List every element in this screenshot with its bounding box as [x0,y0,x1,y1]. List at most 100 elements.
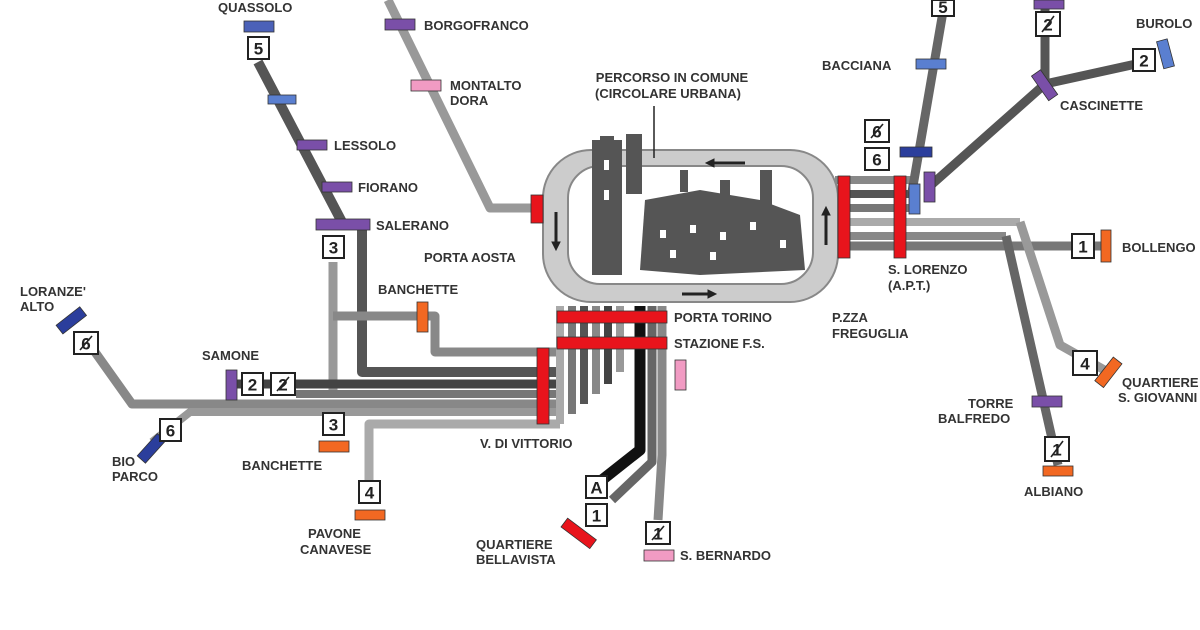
stop-label-cascinette: CASCINETTE [1060,98,1143,113]
stop-label-s-giovanni-1: QUARTIERE [1122,375,1199,390]
route-bacciana [907,0,950,193]
stop-label-bio-2: PARCO [112,469,158,484]
stop-marker-porta-aosta[interactable] [530,194,544,224]
line-badge-crossed[interactable]: 1 [645,521,671,545]
line-badges: 5 3 6 2 2 6 3 4 A 1 1 5 2 2 6 6 1 4 1 [73,0,1156,545]
stop-label-burolo: BUROLO [1136,16,1192,31]
stop-marker-pavone[interactable] [354,509,386,521]
svg-text:3: 3 [329,416,338,435]
line-badge-crossed[interactable]: 1 [1044,436,1070,462]
map-labels: PERCORSO IN COMUNE (CIRCOLARE URBANA) QU… [20,0,1199,567]
stop-marker-s-lorenzo-navy[interactable] [899,146,933,158]
route-banchette [333,311,560,357]
stop-label-s-giovanni-2: S. GIOVANNI [1118,390,1197,405]
stop-marker-samone[interactable] [225,369,238,401]
stop-marker-cascinette[interactable] [1030,69,1059,102]
svg-text:1: 1 [1078,238,1087,257]
stop-marker-lessolo[interactable] [296,139,328,151]
svg-text:5: 5 [254,40,263,59]
stop-label-bellavista-2: BELLAVISTA [476,552,556,567]
stop-label-fiorano: FIORANO [358,180,418,195]
stop-marker-lessolo-blue[interactable] [267,94,297,105]
stop-label-montalto-1: MONTALTO [450,78,522,93]
stop-label-montalto-2: DORA [450,93,489,108]
stop-label-samone: SAMONE [202,348,259,363]
stop-label-porta-torino: PORTA TORINO [674,310,772,325]
stop-marker-torre-balfredo[interactable] [1031,395,1063,408]
stop-label-banchette-top: BANCHETTE [378,282,458,297]
stop-label-torre-1: TORRE [968,396,1014,411]
line-badge[interactable]: 2 [241,372,264,396]
stop-label-loranze-2: ALTO [20,299,54,314]
stop-marker-burolo[interactable] [1156,38,1175,70]
center-title-line2: (CIRCOLARE URBANA) [595,86,741,101]
stop-marker-loranze[interactable] [55,306,88,335]
svg-text:3: 3 [329,239,338,258]
stop-label-albiano: ALBIANO [1024,484,1083,499]
line-badge[interactable]: 3 [322,235,345,259]
stop-label-pavone-2: CANAVESE [300,542,372,557]
line-badge[interactable]: 4 [1072,350,1098,376]
route-albiano [1001,235,1063,466]
stop-marker-banchette-bottom[interactable] [318,440,350,453]
svg-text:1: 1 [592,507,601,526]
stop-marker-burolo-top[interactable] [1033,0,1065,10]
stop-label-torre-2: BALFREDO [938,411,1010,426]
city-loop [542,106,839,303]
svg-text:A: A [590,479,602,498]
stop-marker-bellavista[interactable] [560,517,597,550]
stop-label-bellavista-1: QUARTIERE [476,537,553,552]
stop-marker-bacciana[interactable] [915,58,947,70]
stop-marker-stazione-pink[interactable] [674,359,687,391]
stop-marker-quassolo[interactable] [243,20,275,33]
stop-label-banchette-bottom: BANCHETTE [242,458,322,473]
line-badge-crossed[interactable]: 6 [73,331,99,355]
line-badge[interactable]: 3 [322,412,345,436]
stop-label-borgofranco: BORGOFRANCO [424,18,529,33]
svg-text:6: 6 [872,151,881,170]
line-badge-crossed[interactable]: 2 [1035,11,1061,37]
line-badge[interactable]: 5 [931,0,955,17]
route-montalto [383,0,538,213]
stop-marker-stazione[interactable] [556,336,668,350]
stop-marker-freguglia[interactable] [837,175,851,259]
stop-label-salerano: SALERANO [376,218,449,233]
stop-label-v-di-vittorio: V. DI VITTORIO [480,436,572,451]
svg-text:5: 5 [938,0,947,17]
line-badge-crossed[interactable]: 2 [270,372,296,396]
line-badge[interactable]: A [585,475,608,499]
stop-marker-s-bernardo[interactable] [643,549,675,562]
stop-marker-s-lorenzo-purple[interactable] [923,171,936,203]
stop-marker-s-lorenzo[interactable] [893,175,907,259]
stop-marker-montalto[interactable] [410,79,442,92]
stop-marker-borgofranco[interactable] [384,18,416,31]
line-badge-crossed[interactable]: 6 [864,119,890,143]
line-badge[interactable]: 6 [864,147,890,171]
stop-marker-fiorano[interactable] [321,181,353,193]
stop-marker-salerano[interactable] [315,218,371,231]
stop-marker-s-lorenzo-blue[interactable] [908,183,921,215]
city-windows [604,160,786,260]
stop-label-porta-aosta: PORTA AOSTA [424,250,516,265]
stop-label-quassolo: QUASSOLO [218,0,292,15]
line-badge[interactable]: 1 [585,503,608,527]
stop-marker-s-giovanni[interactable] [1094,356,1123,389]
line-badge[interactable]: 6 [159,418,182,442]
route-bellavista-grey [608,306,657,504]
line-badge[interactable]: 1 [1071,233,1095,259]
line-badge[interactable]: 2 [1132,48,1156,72]
line-badge[interactable]: 4 [358,480,381,504]
stop-marker-porta-torino[interactable] [556,310,668,324]
line-badge[interactable]: 5 [247,36,270,60]
stop-marker-banchette-top[interactable] [416,301,429,333]
route-loranze [86,342,560,409]
stop-marker-albiano[interactable] [1042,465,1074,477]
stop-label-stazione: STAZIONE F.S. [674,336,765,351]
stop-label-bollengo: BOLLENGO [1122,240,1196,255]
route-bellavista-black [598,306,646,485]
stop-marker-bollengo[interactable] [1100,229,1112,263]
route-pavone [364,419,560,482]
center-title-line1: PERCORSO IN COMUNE [596,70,749,85]
stop-marker-v-di-vittorio[interactable] [536,347,550,425]
